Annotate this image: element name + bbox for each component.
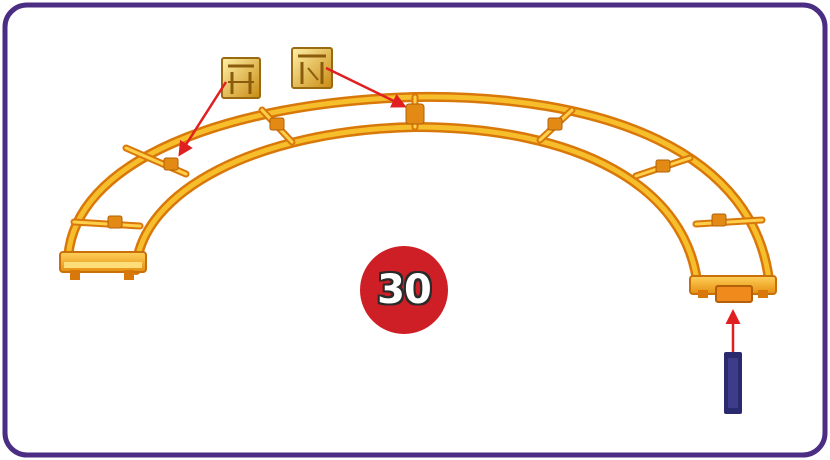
loose-connector-left [222, 58, 260, 98]
step-number: 30 [360, 246, 448, 334]
blue-part [724, 352, 742, 414]
frame-border [5, 5, 825, 455]
